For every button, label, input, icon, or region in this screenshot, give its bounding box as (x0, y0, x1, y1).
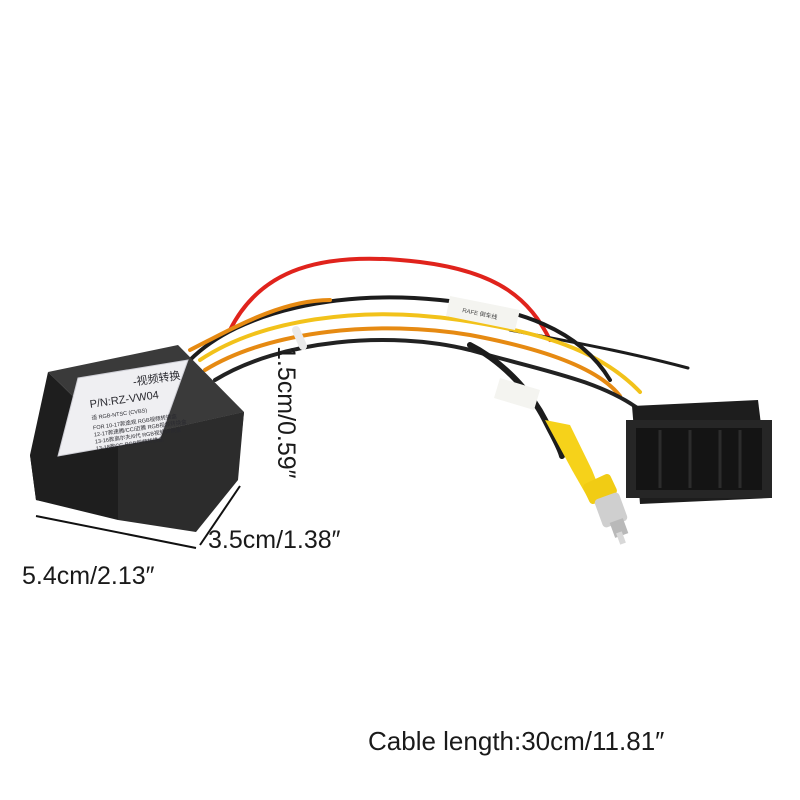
cable-tie (292, 326, 307, 350)
cable-length-label: Cable length:30cm/11.81″ (368, 726, 665, 756)
wire-harness (188, 256, 690, 459)
orange-wire (188, 298, 332, 352)
converter-box: -视频转换 P/N:RZ-VW04 适 RGB-NTSC (CVBS) FOR … (30, 345, 244, 532)
wire-tag: RAFE 倒车线 (446, 296, 520, 330)
width-dimension-label: 5.4cm/2.13″ (22, 562, 155, 590)
black-wire-2 (213, 338, 642, 412)
red-wire (228, 256, 552, 342)
height-dimension-label: 1.5cm/0.59″ (272, 346, 300, 479)
yellow-wire-2 (203, 326, 622, 398)
wire-sleeve-tag (494, 378, 540, 410)
rca-cable (467, 342, 565, 459)
rca-connector (545, 420, 629, 545)
depth-dimension-label: 3.5cm/1.38″ (208, 526, 341, 554)
multi-pin-connector (626, 400, 772, 504)
depth-dimension-line (199, 485, 241, 546)
width-dimension-line (35, 515, 197, 549)
